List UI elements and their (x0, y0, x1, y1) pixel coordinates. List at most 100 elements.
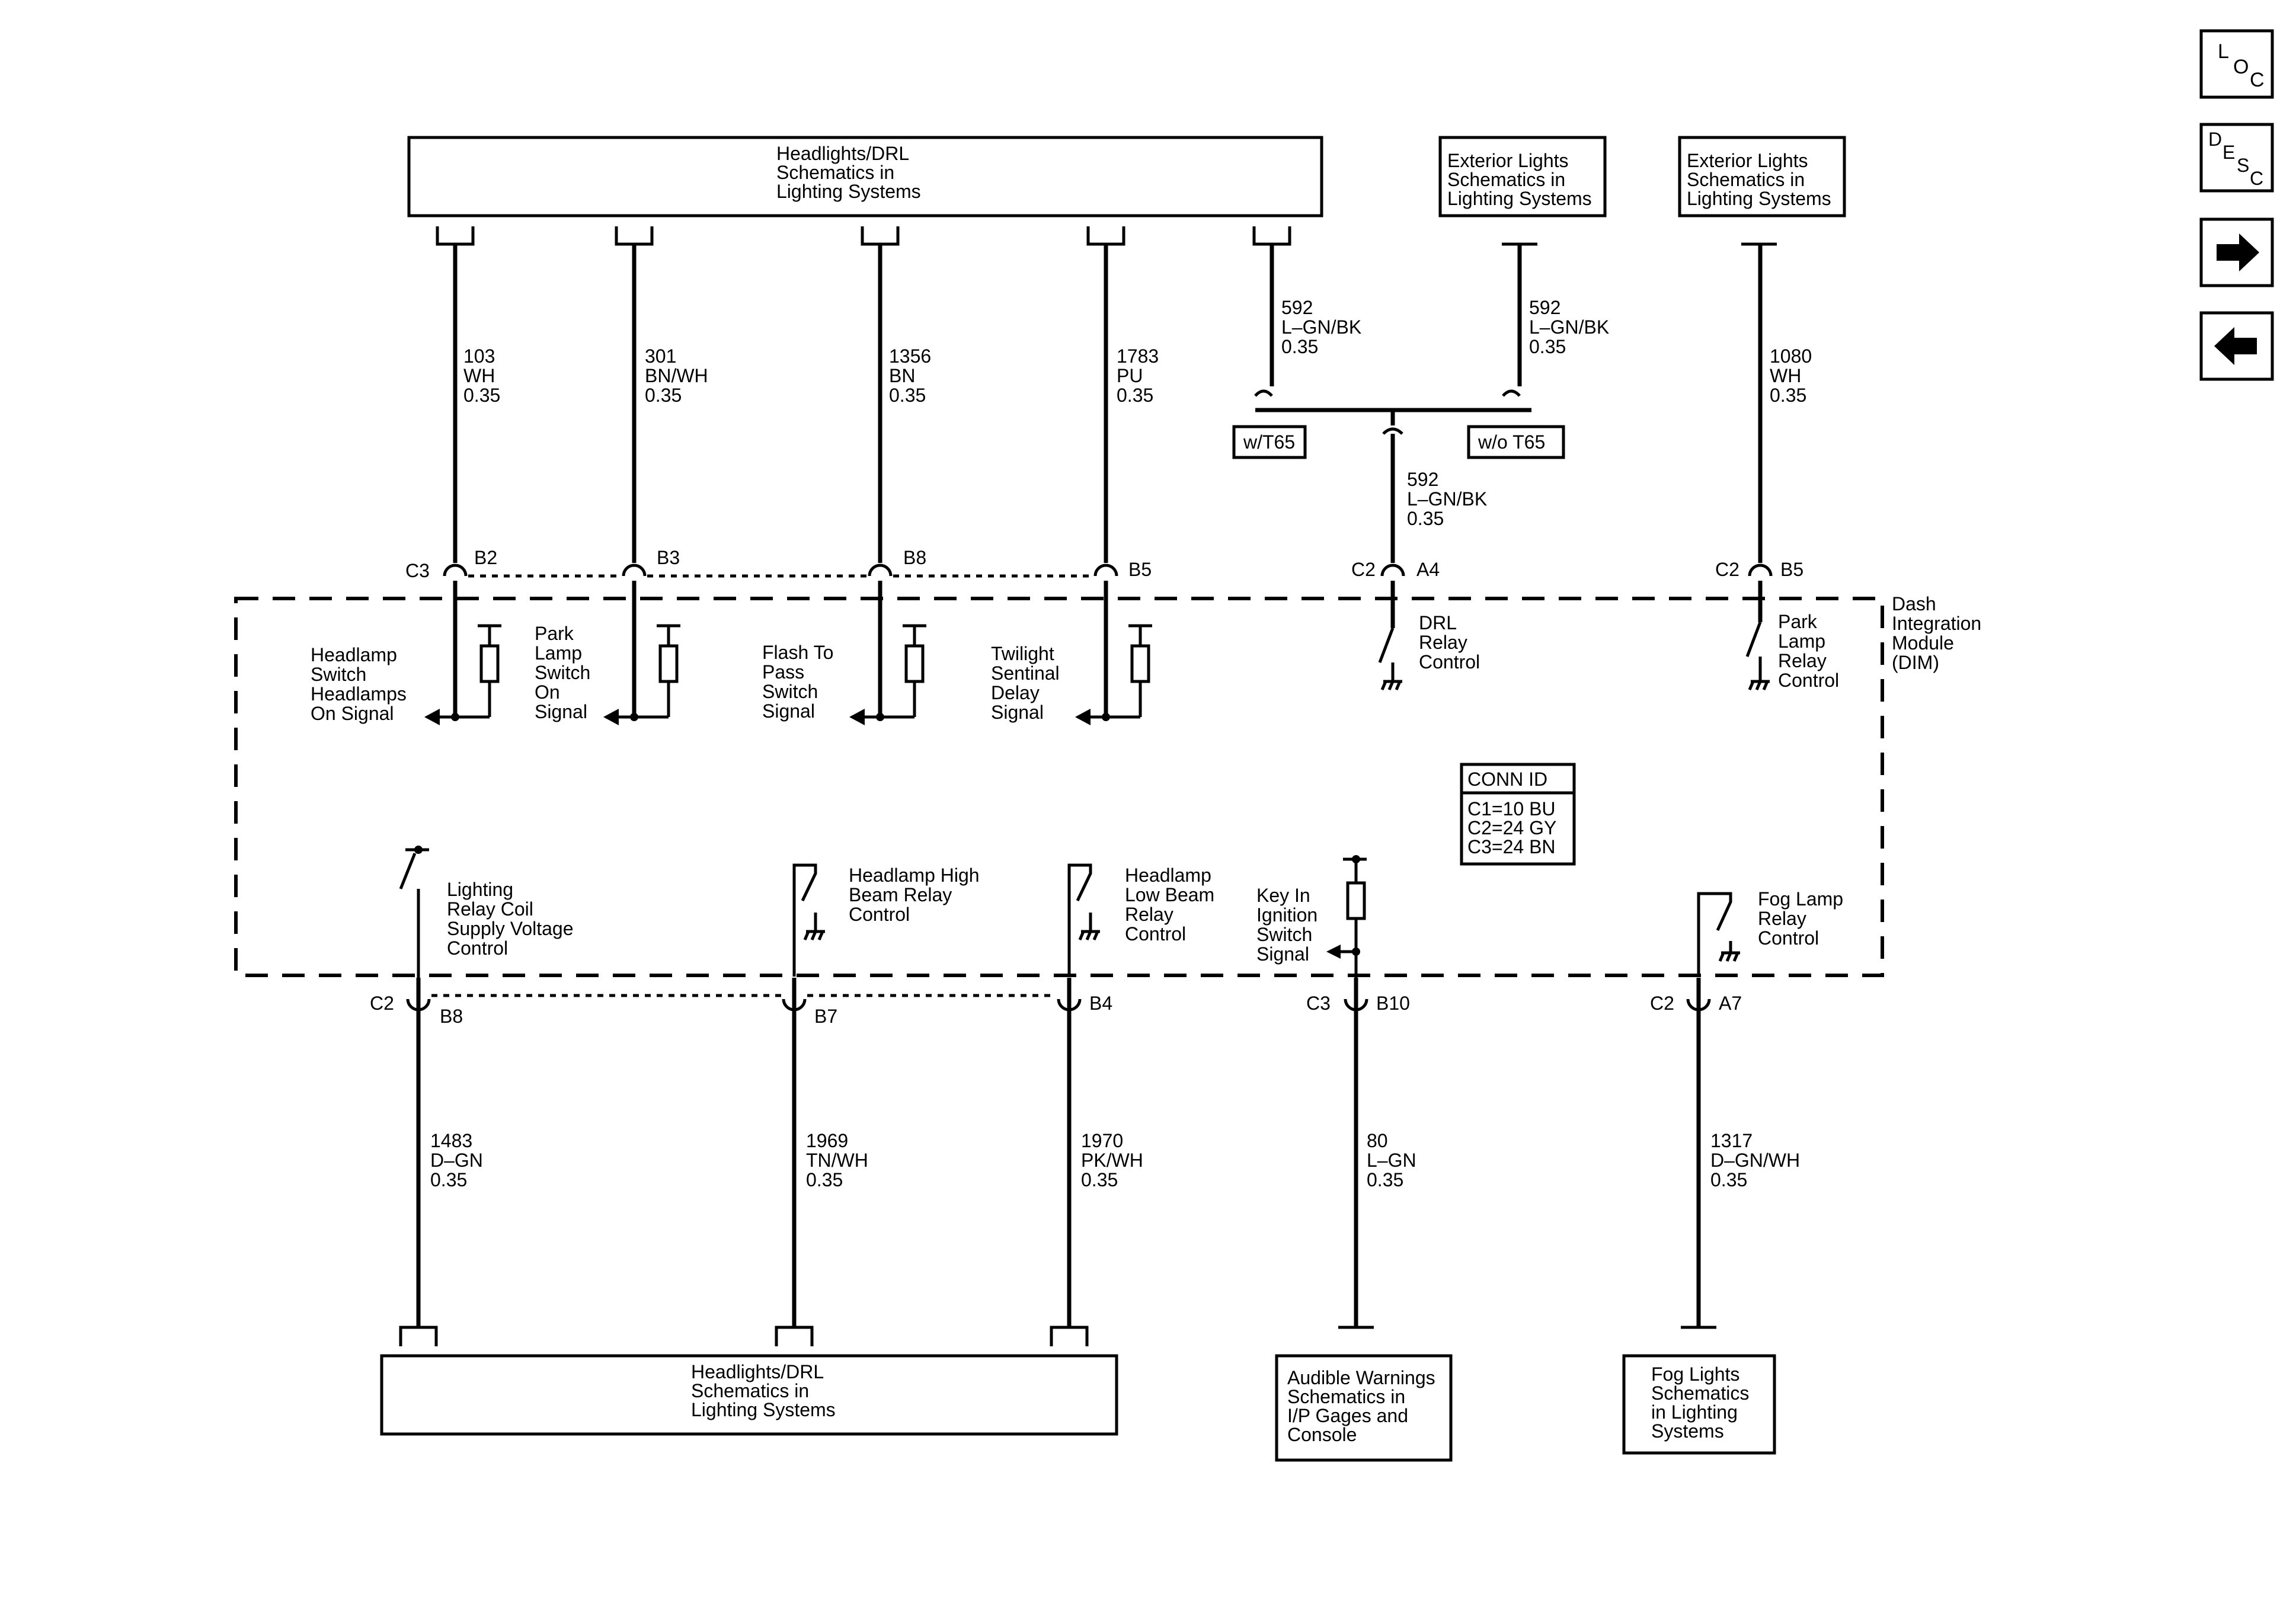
signal-line: Twilight (991, 643, 1054, 664)
connector-pin: B2 (474, 547, 497, 568)
signal-line: Switch (762, 681, 818, 702)
signal-line: On Signal (311, 703, 394, 724)
box-line: Lighting Systems (1447, 188, 1592, 209)
label-headlamp-high-beam: Headlamp High Beam Relay Control (849, 865, 980, 925)
signal-line: Headlamp (1125, 865, 1211, 886)
wire-size: 0.35 (1710, 1169, 1747, 1190)
module-label-line: Module (1892, 632, 1954, 654)
signal-line: Lamp (1778, 630, 1825, 652)
signal-line: Beam Relay (849, 884, 952, 905)
connector-id: C2 (1715, 559, 1739, 580)
box-fog-lights[interactable]: Fog Lights Schematics in Lighting System… (1622, 1354, 1776, 1455)
signal-line: Delay (991, 682, 1040, 703)
signal-line: Control (447, 937, 508, 959)
signal-line: Flash To (762, 642, 833, 663)
wire-color: PU (1117, 365, 1143, 386)
desc-letter-s: S (2237, 155, 2249, 176)
top-connectors (443, 564, 1773, 578)
connector-id: C2 (370, 993, 394, 1014)
dim-module-label: Dash Integration Module (DIM) (1892, 593, 1981, 673)
wire-size: 0.35 (806, 1169, 843, 1190)
wire-color: BN (889, 365, 915, 386)
signal-line: Headlamp High (849, 865, 980, 886)
connector-pin: B8 (903, 547, 926, 568)
box-line: Console (1287, 1424, 1357, 1445)
box-line: Headlights/DRL (776, 143, 909, 164)
nav-forward-button[interactable] (2199, 217, 2274, 287)
module-label-line: (DIM) (1892, 652, 1939, 673)
box-line: Schematics in (1447, 169, 1565, 190)
wire-circuit: 1783 (1117, 345, 1159, 367)
box-line: Schematics in (776, 162, 894, 183)
wire-size: 0.35 (1407, 508, 1444, 529)
box-top-exterior-lights-2[interactable]: Exterior Lights Schematics in Lighting S… (1678, 136, 1846, 217)
wire-circuit: 592 (1407, 469, 1438, 490)
wire-color: TN/WH (806, 1150, 868, 1171)
connector-pin: A4 (1416, 559, 1440, 580)
signal-labels: Headlamp Switch Headlamps On Signal Park… (311, 611, 1843, 965)
connector-pin: B3 (657, 547, 680, 568)
nav-loc-button[interactable]: L O C (2199, 29, 2274, 99)
nav-back-button[interactable] (2199, 311, 2274, 381)
conn-id-title: CONN ID (1467, 769, 1547, 790)
box-audible-warnings[interactable]: Audible Warnings Schematics in I/P Gages… (1275, 1354, 1453, 1462)
park-lamp-relay-switch (1745, 622, 1770, 690)
connector-pin: B10 (1376, 993, 1410, 1014)
label-headlamp-switch: Headlamp Switch Headlamps On Signal (311, 644, 407, 724)
box-top-headlights-drl[interactable]: Headlights/DRL Schematics in Lighting Sy… (407, 136, 1323, 217)
option-with-t65: w/T65 (1232, 425, 1307, 459)
connector-labels: C3 B2 B3 B8 B5 C2 A4 C2 B5 C2 B8 B7 B4 C… (370, 547, 1803, 1027)
desc-letter-e: E (2223, 142, 2235, 163)
box-line: I/P Gages and (1287, 1405, 1408, 1426)
wire-size: 0.35 (1281, 336, 1318, 357)
wire-circuit: 1970 (1081, 1130, 1123, 1151)
box-top-exterior-lights-1[interactable]: Exterior Lights Schematics in Lighting S… (1438, 136, 1607, 217)
wire-color: D–GN/WH (1710, 1150, 1800, 1171)
signal-line: Headlamp (311, 644, 397, 665)
box-bottom-headlights-drl[interactable]: Headlights/DRL Schematics in Lighting Sy… (380, 1354, 1118, 1436)
connector-id: C3 (1306, 993, 1331, 1014)
option-without-t65: w/o T65 (1467, 425, 1565, 459)
desc-letter-c: C (2250, 168, 2263, 189)
wire-circuit: 1483 (430, 1130, 472, 1151)
signal-line: On (535, 681, 560, 703)
connector-id: C3 (405, 560, 430, 581)
signal-line: Relay (1125, 904, 1173, 925)
dim-module-outline (234, 597, 1884, 977)
signal-line: Lamp (535, 642, 582, 664)
signal-line: Supply Voltage (447, 918, 574, 939)
signal-line: Relay (1419, 632, 1467, 653)
label-twilight-sentinal: Twilight Sentinal Delay Signal (991, 643, 1060, 723)
bottom-connectors (406, 994, 1711, 1012)
connector-pin: B7 (814, 1006, 837, 1027)
signal-line: Fog Lamp (1758, 888, 1843, 910)
top-wires (453, 244, 1763, 717)
box-line: Systems (1651, 1420, 1724, 1442)
box-line: Schematics in (1287, 1386, 1405, 1407)
wire-circuit: 80 (1367, 1130, 1388, 1151)
wire-size: 0.35 (645, 385, 682, 406)
loc-letter-o: O (2233, 56, 2249, 78)
signal-line: Control (1419, 651, 1480, 673)
wire-color: D–GN (430, 1150, 483, 1171)
label-park-lamp-relay: Park Lamp Relay Control (1778, 611, 1839, 691)
signal-line: Control (849, 904, 910, 925)
signal-line: Relay (1778, 650, 1827, 671)
wire-size: 0.35 (430, 1169, 467, 1190)
signal-line: Signal (535, 701, 587, 722)
signal-line: Switch (535, 662, 590, 683)
wire-color: L–GN (1367, 1150, 1416, 1171)
box-line: in Lighting (1651, 1401, 1738, 1423)
conn-id-line: C3=24 BN (1467, 836, 1556, 857)
nav-desc-button[interactable]: D E S C (2199, 123, 2274, 193)
label-fog-lamp-relay: Fog Lamp Relay Control (1758, 888, 1843, 949)
box-line: Exterior Lights (1447, 150, 1569, 171)
